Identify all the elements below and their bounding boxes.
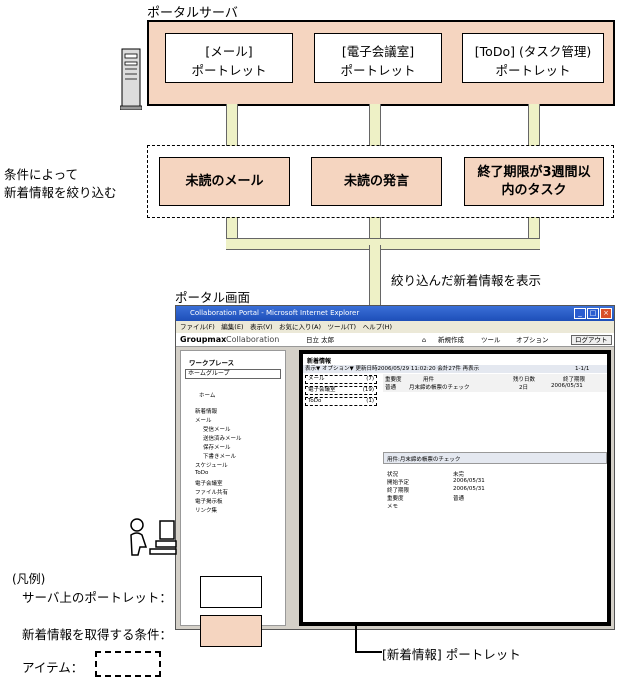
home-icon[interactable]: ⌂ <box>422 336 427 344</box>
pipe-1 <box>226 104 238 146</box>
app-bar: Groupmax Collaboration 日立 太郎 ⌂ 新規作成 ツール … <box>176 333 614 347</box>
server-icon <box>119 48 143 111</box>
nav-home[interactable]: ホーム <box>199 393 216 399</box>
maximize-icon[interactable]: □ <box>587 308 599 319</box>
browser-window: Collaboration Portal - Microsoft Interne… <box>175 305 615 630</box>
detail-header: 用件:月末締め帳票のチェック <box>383 452 607 464</box>
legend-item-swatch <box>95 651 161 677</box>
item-todo[interactable]: ToDo (1) <box>305 397 377 406</box>
portal-screen-title: ポータル画面 <box>175 290 251 305</box>
nav-sent[interactable]: 送信済みメール <box>203 436 242 442</box>
col-days-left: 残り日数 <box>513 377 536 383</box>
legend-portlet-swatch <box>200 576 262 608</box>
nav-bulletin[interactable]: 電子掲示板 <box>195 499 223 505</box>
item-meeting-room[interactable]: 電子会議室 (19) <box>305 386 377 395</box>
nav-inbox[interactable]: 受信メール <box>203 427 231 433</box>
window-title: Collaboration Portal - Microsoft Interne… <box>176 306 614 321</box>
group-select[interactable]: ホームグループ <box>185 369 281 379</box>
callout-line <box>355 626 382 653</box>
option-button[interactable]: オプション <box>516 336 549 344</box>
detail-priority-value: 普通 <box>453 496 465 502</box>
new-button[interactable]: 新規作成 <box>438 336 464 344</box>
user-name: 日立 太郎 <box>306 336 335 344</box>
nav-schedule[interactable]: スケジュール <box>195 463 228 469</box>
nav-todo[interactable]: ToDo <box>195 470 209 476</box>
row-priority: 普通 <box>385 385 397 391</box>
mail-portlet: [メール] ポートレット <box>165 33 293 83</box>
row-subject[interactable]: 月末締め帳票のチェック <box>409 385 470 391</box>
col-priority: 重要度 <box>385 377 402 383</box>
detail-start-value: 2006/05/31 <box>453 478 485 484</box>
close-icon[interactable]: × <box>600 308 612 319</box>
new-info-portlet: 新着情報 表示▼ オプション▼ 更新日時2006/05/29 11:02:20 … <box>299 350 611 626</box>
flow-label: 絞り込んだ新着情報を表示 <box>391 273 542 288</box>
legend-condition-swatch <box>200 615 262 647</box>
paging-label: 1-1/1 <box>575 366 590 372</box>
nav-saved[interactable]: 保存メール <box>203 445 231 451</box>
brand-bold: Groupmax <box>180 335 227 344</box>
menu-bar[interactable]: ファイル(F) 編集(E) 表示(V) お気に入り(A) ツール(T) ヘルプ(… <box>176 321 614 333</box>
nav-meeting-room[interactable]: 電子会議室 <box>195 481 223 487</box>
new-info-header: 新着情報 <box>307 358 332 365</box>
nav-draft[interactable]: 下書きメール <box>203 454 237 460</box>
server-title: ポータルサーバ <box>147 6 238 21</box>
detail-deadline-value: 2006/05/31 <box>453 486 485 492</box>
callout-label: [新着情報] ポートレット <box>382 647 521 662</box>
detail-status-key: 状況 <box>387 472 399 478</box>
new-info-toolbar[interactable]: 表示▼ オプション▼ 更新日時2006/05/29 11:02:20 会計27件… <box>303 365 607 373</box>
meeting-room-portlet: [電子会議室] ポートレット <box>314 33 442 83</box>
legend-portlet-label: サーバ上のポートレット： <box>22 590 172 605</box>
brand-light: Collaboration <box>226 335 280 344</box>
pipe-3 <box>528 104 540 146</box>
pipe-merge <box>226 238 540 250</box>
legend-title: (凡例) <box>12 572 46 586</box>
nav-file-share[interactable]: ファイル共有 <box>195 490 229 496</box>
detail-priority-key: 重要度 <box>387 496 404 502</box>
legend-item-label: アイテム： <box>22 660 84 675</box>
condition-unread-mail: 未読のメール <box>159 157 290 206</box>
row-days-left: 2日 <box>519 385 528 391</box>
todo-table: 重要度 用件 残り日数 終了期限 普通 月末締め帳票のチェック 2日 2006/… <box>383 374 607 392</box>
col-deadline: 終了期限 <box>563 377 586 383</box>
tool-button[interactable]: ツール <box>481 336 501 344</box>
todo-portlet: [ToDo] (タスク管理) ポートレット <box>462 33 604 83</box>
condition-frame <box>147 145 614 218</box>
logout-button[interactable]: ログアウト <box>571 335 612 345</box>
detail-memo-key: メモ <box>387 504 399 510</box>
detail-title: 用件:月末締め帳票のチェック <box>387 457 461 463</box>
row-deadline: 2006/05/31 <box>551 383 583 389</box>
condition-task-deadline: 終了期限が3週間以 内のタスク <box>464 157 604 206</box>
new-info-content: 新着情報 表示▼ オプション▼ 更新日時2006/05/29 11:02:20 … <box>303 354 607 622</box>
detail-deadline-key: 終了期限 <box>387 488 410 494</box>
minimize-icon[interactable]: _ <box>574 308 586 319</box>
detail-start-key: 開始予定 <box>387 480 410 486</box>
pipe-2 <box>369 104 381 146</box>
col-subject: 用件 <box>423 377 435 383</box>
nav-mail[interactable]: メール <box>195 418 212 424</box>
nav-new-info[interactable]: 新着情報 <box>195 409 218 415</box>
condition-unread-post: 未読の発言 <box>311 157 442 206</box>
legend-condition-label: 新着情報を取得する条件： <box>22 627 173 642</box>
user-computer-icon <box>128 515 178 560</box>
condition-label-line1: 条件によって <box>4 167 79 182</box>
condition-label-line2: 新着情報を絞り込む <box>4 185 117 200</box>
detail-status-value: 未完 <box>453 472 465 478</box>
item-mail[interactable]: メール (7) <box>305 375 377 384</box>
workplace-title: ワークプレース <box>189 359 235 367</box>
nav-links[interactable]: リンク集 <box>195 508 218 514</box>
